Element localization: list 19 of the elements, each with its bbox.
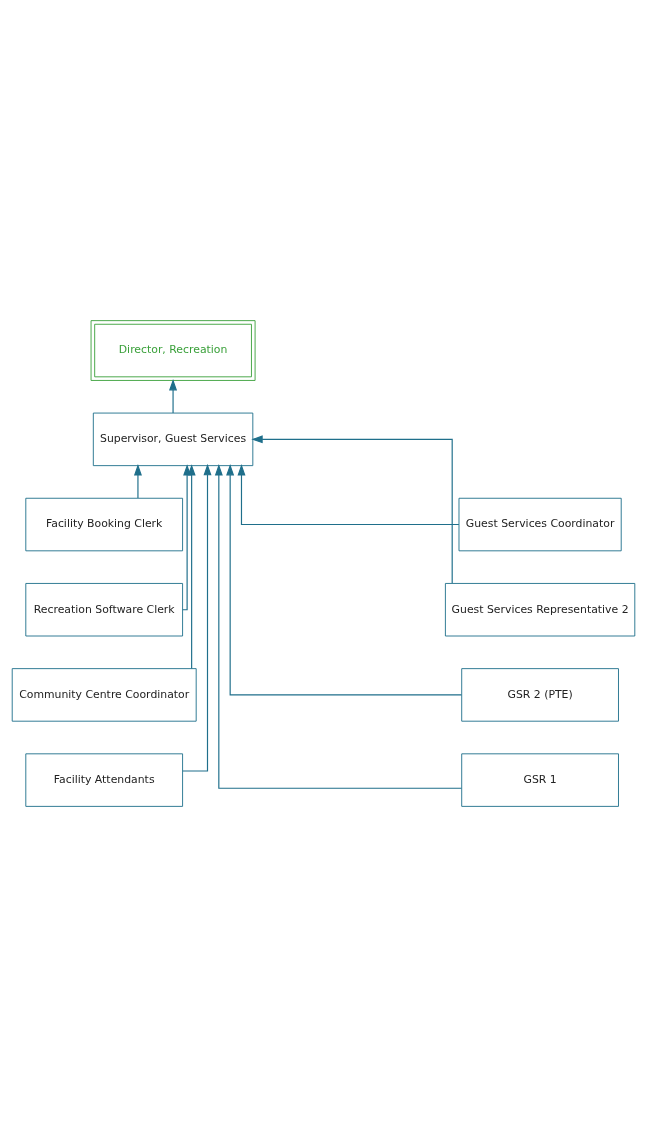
node-box: Recreation Software Clerk: [25, 582, 184, 636]
arrow: [226, 463, 463, 695]
node-box: Facility Attendants: [25, 752, 184, 807]
arrow: [169, 378, 178, 414]
node-box: Supervisor, Guest Services: [92, 412, 254, 466]
node-box: Community Centre Coordinator: [11, 667, 197, 722]
arrow: [133, 463, 142, 499]
arrow: [187, 463, 196, 669]
node-box: Director, Recreation: [90, 319, 256, 381]
arrow: [214, 463, 463, 789]
node-box: GSR 2 (PTE): [461, 667, 619, 722]
node-box: Guest Services Coordinator: [458, 497, 622, 551]
arrow: [251, 434, 453, 584]
node-box: Guest Services Representative 2: [444, 582, 636, 636]
node-box: Facility Booking Clerk: [25, 497, 184, 551]
arrow: [182, 463, 212, 772]
arrow: [237, 463, 460, 525]
arrow: [182, 463, 192, 610]
node-box: GSR 1: [461, 752, 619, 807]
